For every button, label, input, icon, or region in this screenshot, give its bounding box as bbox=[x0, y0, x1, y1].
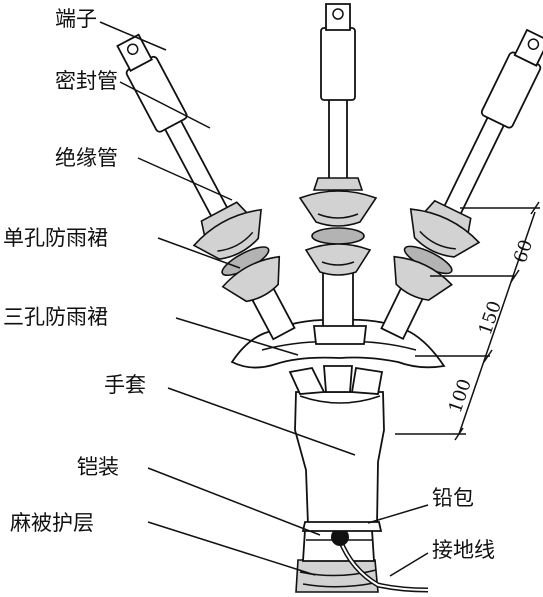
label-ground-wire: 接地线 bbox=[432, 538, 495, 562]
label-lead-sheath: 铅包 bbox=[432, 486, 474, 510]
right-phase bbox=[380, 28, 543, 341]
ground-wire-part bbox=[331, 528, 429, 593]
dim-150: 150 bbox=[475, 298, 506, 337]
leader-glove bbox=[167, 387, 356, 456]
dim-100: 100 bbox=[445, 376, 476, 415]
dim-60: 60 bbox=[510, 237, 537, 265]
label-armor: 铠装 bbox=[77, 455, 119, 479]
label-glove: 手套 bbox=[104, 373, 146, 397]
label-triple-hole-shed: 三孔防雨裙 bbox=[3, 305, 108, 329]
dimension-labels: 60 150 100 bbox=[445, 237, 537, 415]
leader-lines bbox=[99, 21, 429, 577]
center-phase bbox=[298, 3, 378, 345]
dimension-lines bbox=[395, 201, 540, 441]
left-phase bbox=[116, 33, 296, 341]
leader-jute bbox=[147, 521, 316, 576]
leader-lead-sheath bbox=[367, 504, 429, 524]
leader-ground-wire bbox=[389, 552, 429, 577]
label-single-hole-shed: 单孔防雨裙 bbox=[3, 226, 108, 250]
leader-armor bbox=[147, 467, 321, 536]
leader-seal-tube bbox=[119, 81, 211, 129]
labels: 端子 密封管 绝缘管 单孔防雨裙 三孔防雨裙 手套 铠装 铅包 麻被护层 接地线 bbox=[3, 7, 495, 562]
glove-part bbox=[288, 365, 385, 532]
leader-terminal bbox=[99, 21, 167, 51]
leader-single-hole-shed bbox=[157, 237, 241, 269]
label-seal-tube: 密封管 bbox=[55, 69, 118, 93]
leader-insulating-tube bbox=[137, 157, 233, 201]
label-insulating-tube: 绝缘管 bbox=[55, 146, 118, 170]
label-jute-layer: 麻被护层 bbox=[10, 511, 94, 535]
leader-triple-hole-shed bbox=[175, 317, 299, 356]
label-terminal: 端子 bbox=[55, 7, 97, 31]
